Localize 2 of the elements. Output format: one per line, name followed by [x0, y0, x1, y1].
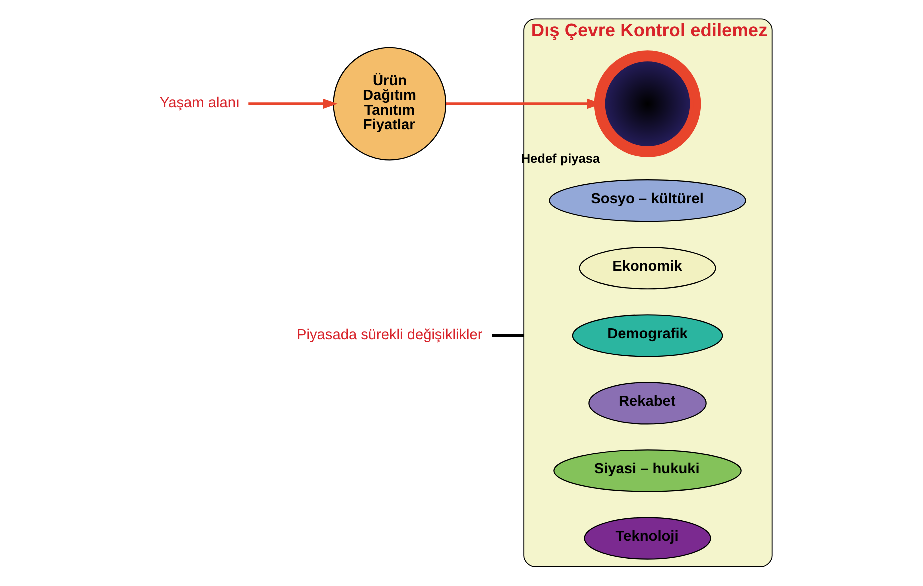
node-text: Piyasada sürekli değişiklikler [296, 327, 482, 344]
node-text: Yaşam alanı [160, 96, 240, 112]
